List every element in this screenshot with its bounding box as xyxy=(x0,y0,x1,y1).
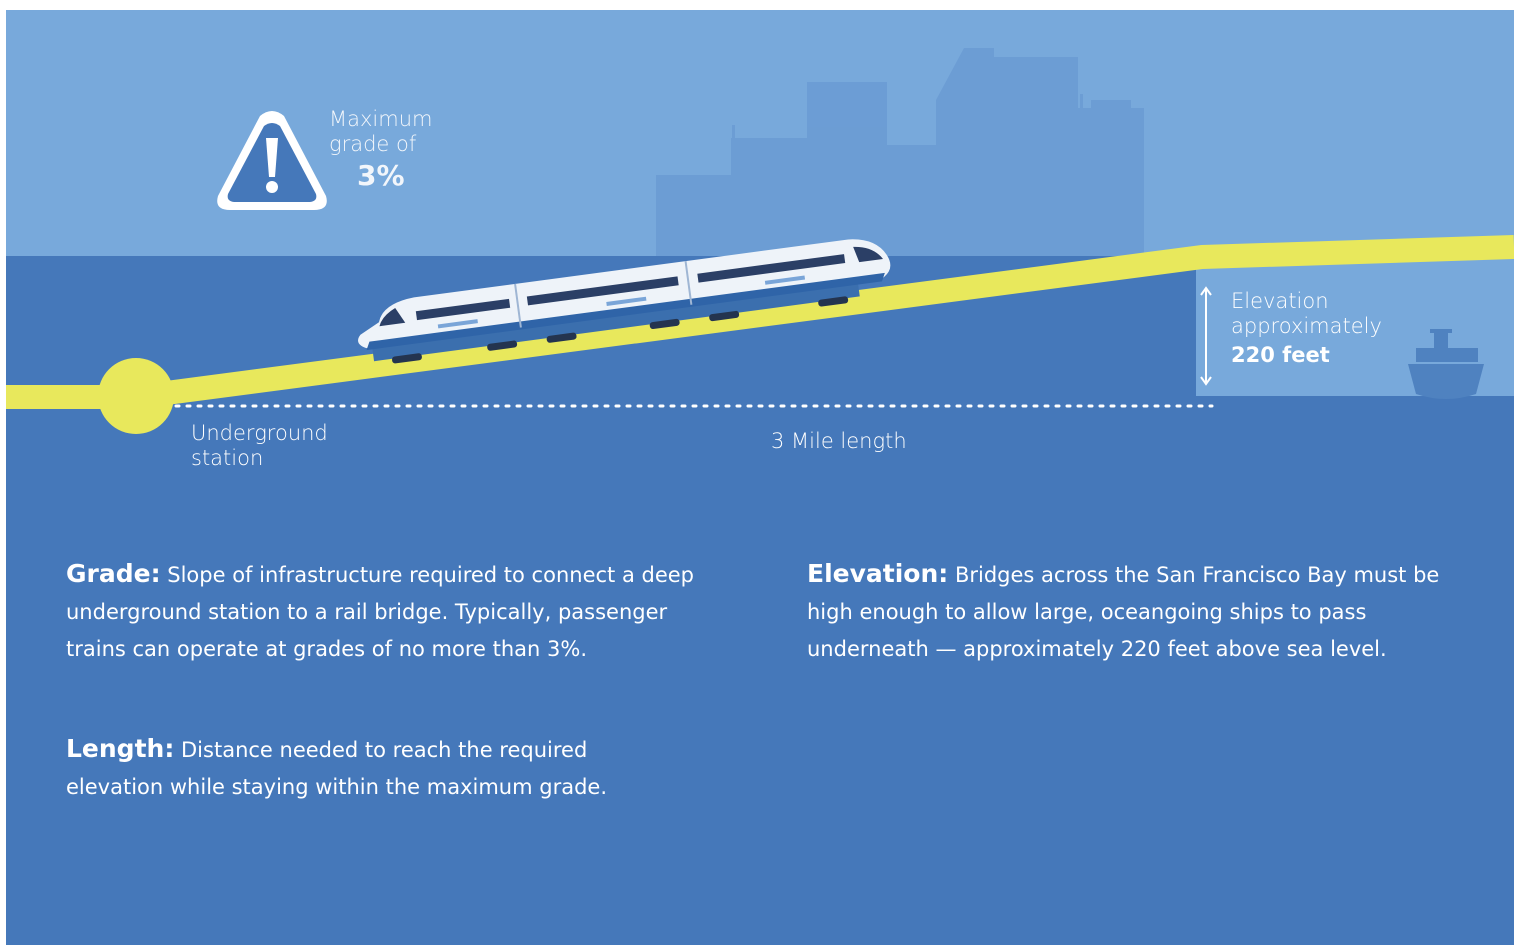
elevation-label-value: 220 feet xyxy=(1231,343,1330,368)
double-arrow-icon xyxy=(1200,286,1212,386)
station-label-line1: Underground xyxy=(191,421,328,445)
warning-icon xyxy=(217,111,327,210)
warning-value: 3% xyxy=(357,159,405,193)
length-definition: Length: Distance needed to reach the req… xyxy=(66,730,646,806)
elevation-term: Elevation: xyxy=(807,559,949,588)
elevation-text: Bridges across the San Francisco Bay mus… xyxy=(807,563,1440,661)
length-label: 3 Mile length xyxy=(771,429,907,453)
warning-line1: Maximum xyxy=(329,107,433,131)
station-label-line2: station xyxy=(191,446,264,471)
warning-label: Maximum grade of 3% xyxy=(329,107,432,193)
ship-icon xyxy=(1408,329,1484,399)
length-term: Length: xyxy=(66,734,175,763)
station-label: Underground station xyxy=(191,421,328,471)
underground-station-dot xyxy=(98,358,174,434)
infographic-panel: Maximum grade of 3% Underground station … xyxy=(6,10,1514,945)
grade-term: Grade: xyxy=(66,559,161,588)
track-line xyxy=(6,235,1514,409)
skyline-icon xyxy=(656,48,1144,256)
elevation-label-line2: approximately xyxy=(1231,314,1382,339)
elevation-definition: Elevation: Bridges across the San Franci… xyxy=(807,555,1447,668)
warning-line2: grade of xyxy=(329,132,417,157)
grade-definition: Grade: Slope of infrastructure required … xyxy=(66,555,716,668)
elevation-label: Elevation approximately 220 feet xyxy=(1231,289,1382,369)
train-icon xyxy=(358,239,891,364)
elevation-label-line1: Elevation xyxy=(1231,289,1329,313)
length-text: Distance needed to reach the required el… xyxy=(66,738,607,799)
grade-text: Slope of infrastructure required to conn… xyxy=(66,563,694,661)
diagram-scene xyxy=(6,10,1514,945)
